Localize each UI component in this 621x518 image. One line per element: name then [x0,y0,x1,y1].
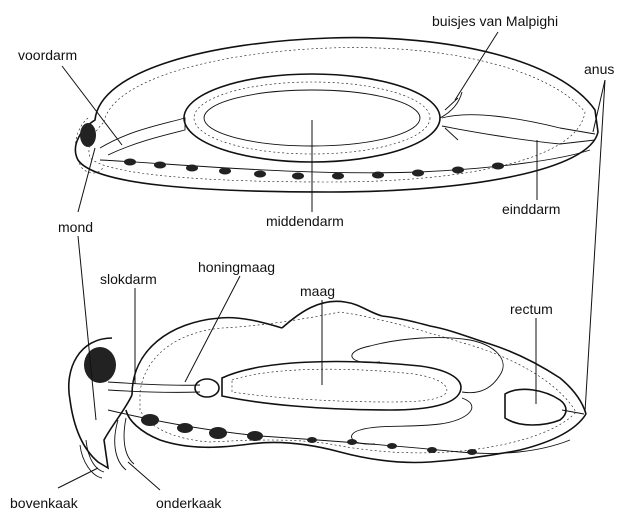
leader-lines [58,32,605,490]
adult-brain [84,347,116,383]
adult-thorax [132,318,282,395]
label-bovenkaak: bovenkaak [10,495,79,511]
label-slokdarm: slokdarm [100,271,157,287]
adult-intestine [352,338,504,445]
label-maag: maag [300,283,335,299]
adult-nerve-cord [108,410,570,454]
larva-body-outer [75,38,598,192]
adult-figure [69,301,586,478]
adult-lower-jaw [115,418,134,470]
leader-bovenkaak [58,468,98,488]
label-einddarm: einddarm [502,201,560,217]
label-honingmaag: honingmaag [198,259,275,275]
larva-hindgut [442,115,595,144]
label-middendarm: middendarm [266,213,344,229]
larva-brain [80,123,96,147]
labels: voordarm buisjes van Malpighi anus mond … [10,13,614,511]
adult-stomach-outer [222,362,461,410]
adult-oesophagus [108,382,200,392]
leader-anus-bottom [585,80,605,412]
leader-mond [78,148,95,212]
leader-malpighi [455,32,498,100]
leader-mond-down [78,236,96,420]
label-mond: mond [58,219,93,235]
adult-stomach-inner [232,369,447,402]
label-rectum: rectum [510,301,553,317]
label-voordarm: voordarm [18,47,77,63]
label-anus: anus [584,61,614,77]
adult-abdomen-bottom [126,410,586,463]
larva-foregut [100,118,185,155]
label-malpighi: buisjes van Malpighi [432,13,558,29]
leader-onderkaak [128,462,160,490]
label-onderkaak: onderkaak [156,495,222,511]
larva-figure [75,38,598,192]
adult-honey-stomach [195,379,219,397]
adult-abdomen-top [282,301,586,414]
adult-inner-wall [140,312,576,453]
leader-honingmaag [185,276,240,382]
